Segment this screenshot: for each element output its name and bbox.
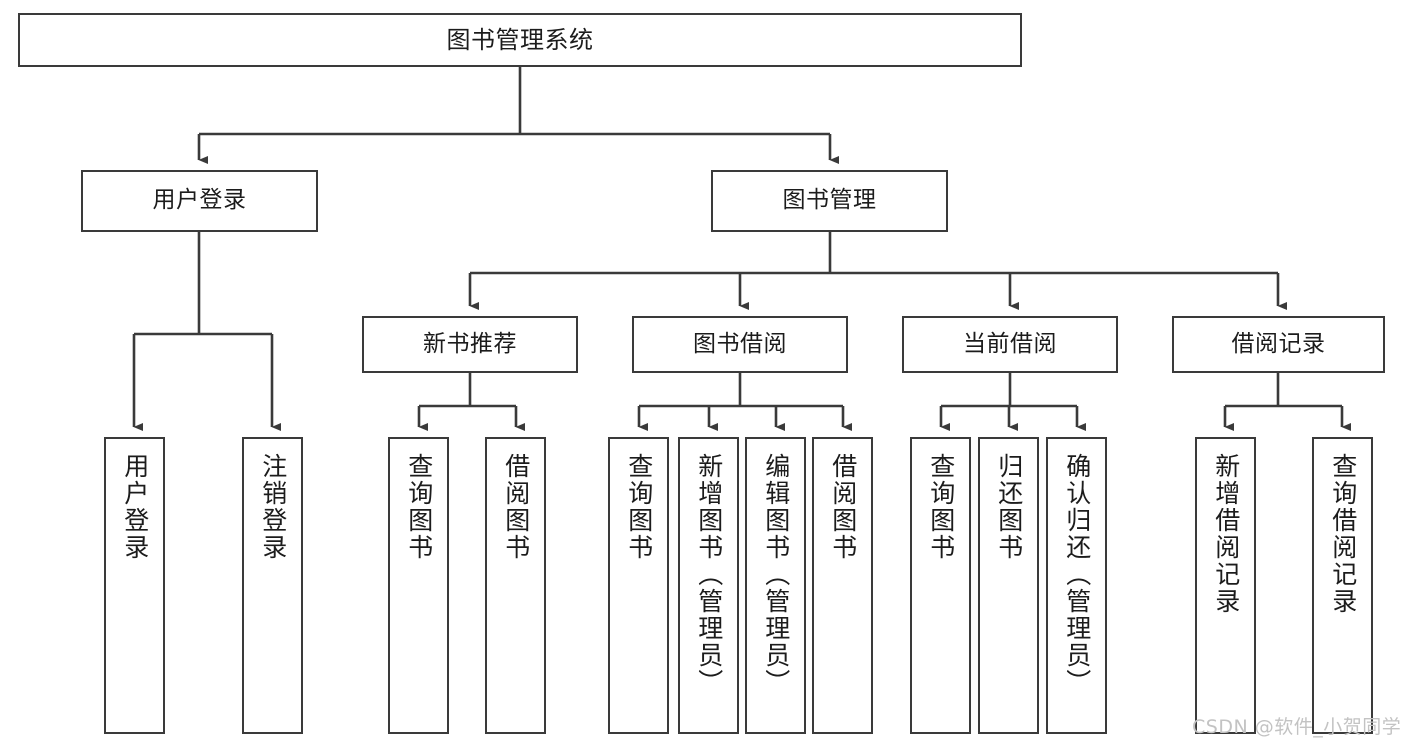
leaf-borrow-book[interactable]: 借阅图书	[812, 437, 873, 734]
node-label: 用户登录	[120, 453, 150, 561]
node-label: 用户登录	[152, 187, 247, 214]
node-label: 新书推荐	[423, 330, 517, 357]
csdn-watermark: CSDN @软件_小贺同学	[1192, 716, 1402, 738]
node-label: 图书管理系统	[446, 25, 594, 54]
leaf-add-borrow-record[interactable]: 新增借阅记录	[1195, 437, 1256, 734]
node-book-borrow[interactable]: 图书借阅	[632, 316, 848, 373]
leaf-query-book-borrow[interactable]: 查询图书	[608, 437, 669, 734]
node-label: 借阅记录	[1231, 330, 1326, 357]
leaf-query-book-new[interactable]: 查询图书	[388, 437, 449, 734]
leaf-confirm-return-admin[interactable]: 确认归还（管理员）	[1046, 437, 1107, 734]
node-label: 注销登录	[258, 453, 288, 561]
node-label: 当前借阅	[963, 330, 1057, 357]
node-label: 查询图书	[404, 453, 434, 561]
node-label: 查询借阅记录	[1328, 453, 1358, 615]
node-label: 新增图书（管理员）	[694, 453, 724, 696]
node-label: 借阅图书	[501, 453, 531, 561]
leaf-return-book[interactable]: 归还图书	[978, 437, 1039, 734]
node-label: 新增借阅记录	[1211, 453, 1241, 615]
leaf-user-login[interactable]: 用户登录	[104, 437, 165, 734]
node-new-book-recommend[interactable]: 新书推荐	[362, 316, 578, 373]
leaf-edit-book-admin[interactable]: 编辑图书（管理员）	[745, 437, 806, 734]
node-root-system[interactable]: 图书管理系统	[18, 13, 1022, 67]
node-label: 查询图书	[926, 453, 956, 561]
node-label: 确认归还（管理员）	[1062, 453, 1092, 696]
node-label: 图书借阅	[693, 330, 787, 357]
node-label: 借阅图书	[828, 453, 858, 561]
node-book-management[interactable]: 图书管理	[711, 170, 948, 232]
node-label: 图书管理	[782, 187, 877, 214]
leaf-borrow-book-new[interactable]: 借阅图书	[485, 437, 546, 734]
leaf-query-borrow-record[interactable]: 查询借阅记录	[1312, 437, 1373, 734]
leaf-logout[interactable]: 注销登录	[242, 437, 303, 734]
node-label: 编辑图书（管理员）	[761, 453, 791, 696]
leaf-add-book-admin[interactable]: 新增图书（管理员）	[678, 437, 739, 734]
node-current-borrow[interactable]: 当前借阅	[902, 316, 1118, 373]
leaf-query-book-current[interactable]: 查询图书	[910, 437, 971, 734]
node-label: 查询图书	[624, 453, 654, 561]
node-user-login[interactable]: 用户登录	[81, 170, 318, 232]
node-label: 归还图书	[994, 453, 1024, 561]
node-borrow-record[interactable]: 借阅记录	[1172, 316, 1385, 373]
